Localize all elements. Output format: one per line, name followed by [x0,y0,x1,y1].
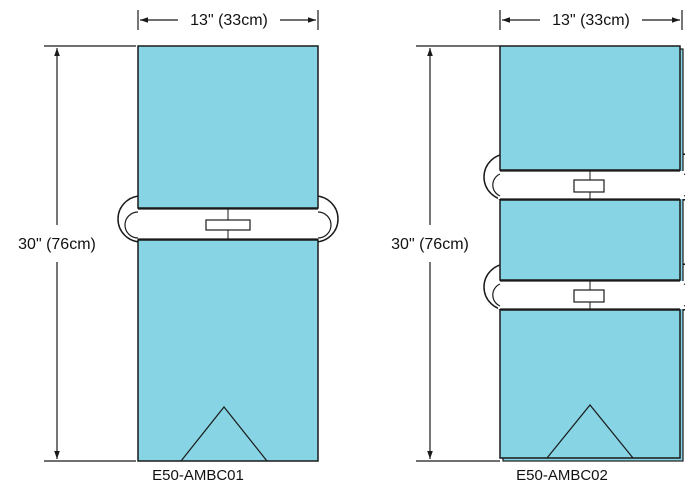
buckle [573,179,605,193]
bottom-pad-panel [137,239,319,462]
model-label: E50-AMBC01 [152,467,244,484]
triangle-notch [180,406,268,462]
height-label: 30" (76cm) [391,236,469,253]
figure-ambc02: 13" (33cm) 30" (76cm) [391,10,685,484]
model-label: E50-AMBC02 [516,467,608,484]
middle-pad-panel [499,199,681,281]
buckle [573,289,605,303]
triangle-notch [546,404,634,459]
top-pad-panel [137,45,319,209]
buckle [205,219,251,231]
figure-ambc01: 13" (33cm) 30" (76cm) E50-AMBC01 [18,10,339,484]
width-dimension [137,10,319,30]
bottom-pad-panel [499,309,681,459]
width-dimension [499,10,683,30]
height-dimension [416,45,500,462]
top-pad-panel [499,45,681,171]
height-label: 30" (76cm) [18,236,96,253]
width-label: 13" (33cm) [552,12,630,29]
height-dimension [44,45,136,462]
width-label: 13" (33cm) [190,12,268,29]
